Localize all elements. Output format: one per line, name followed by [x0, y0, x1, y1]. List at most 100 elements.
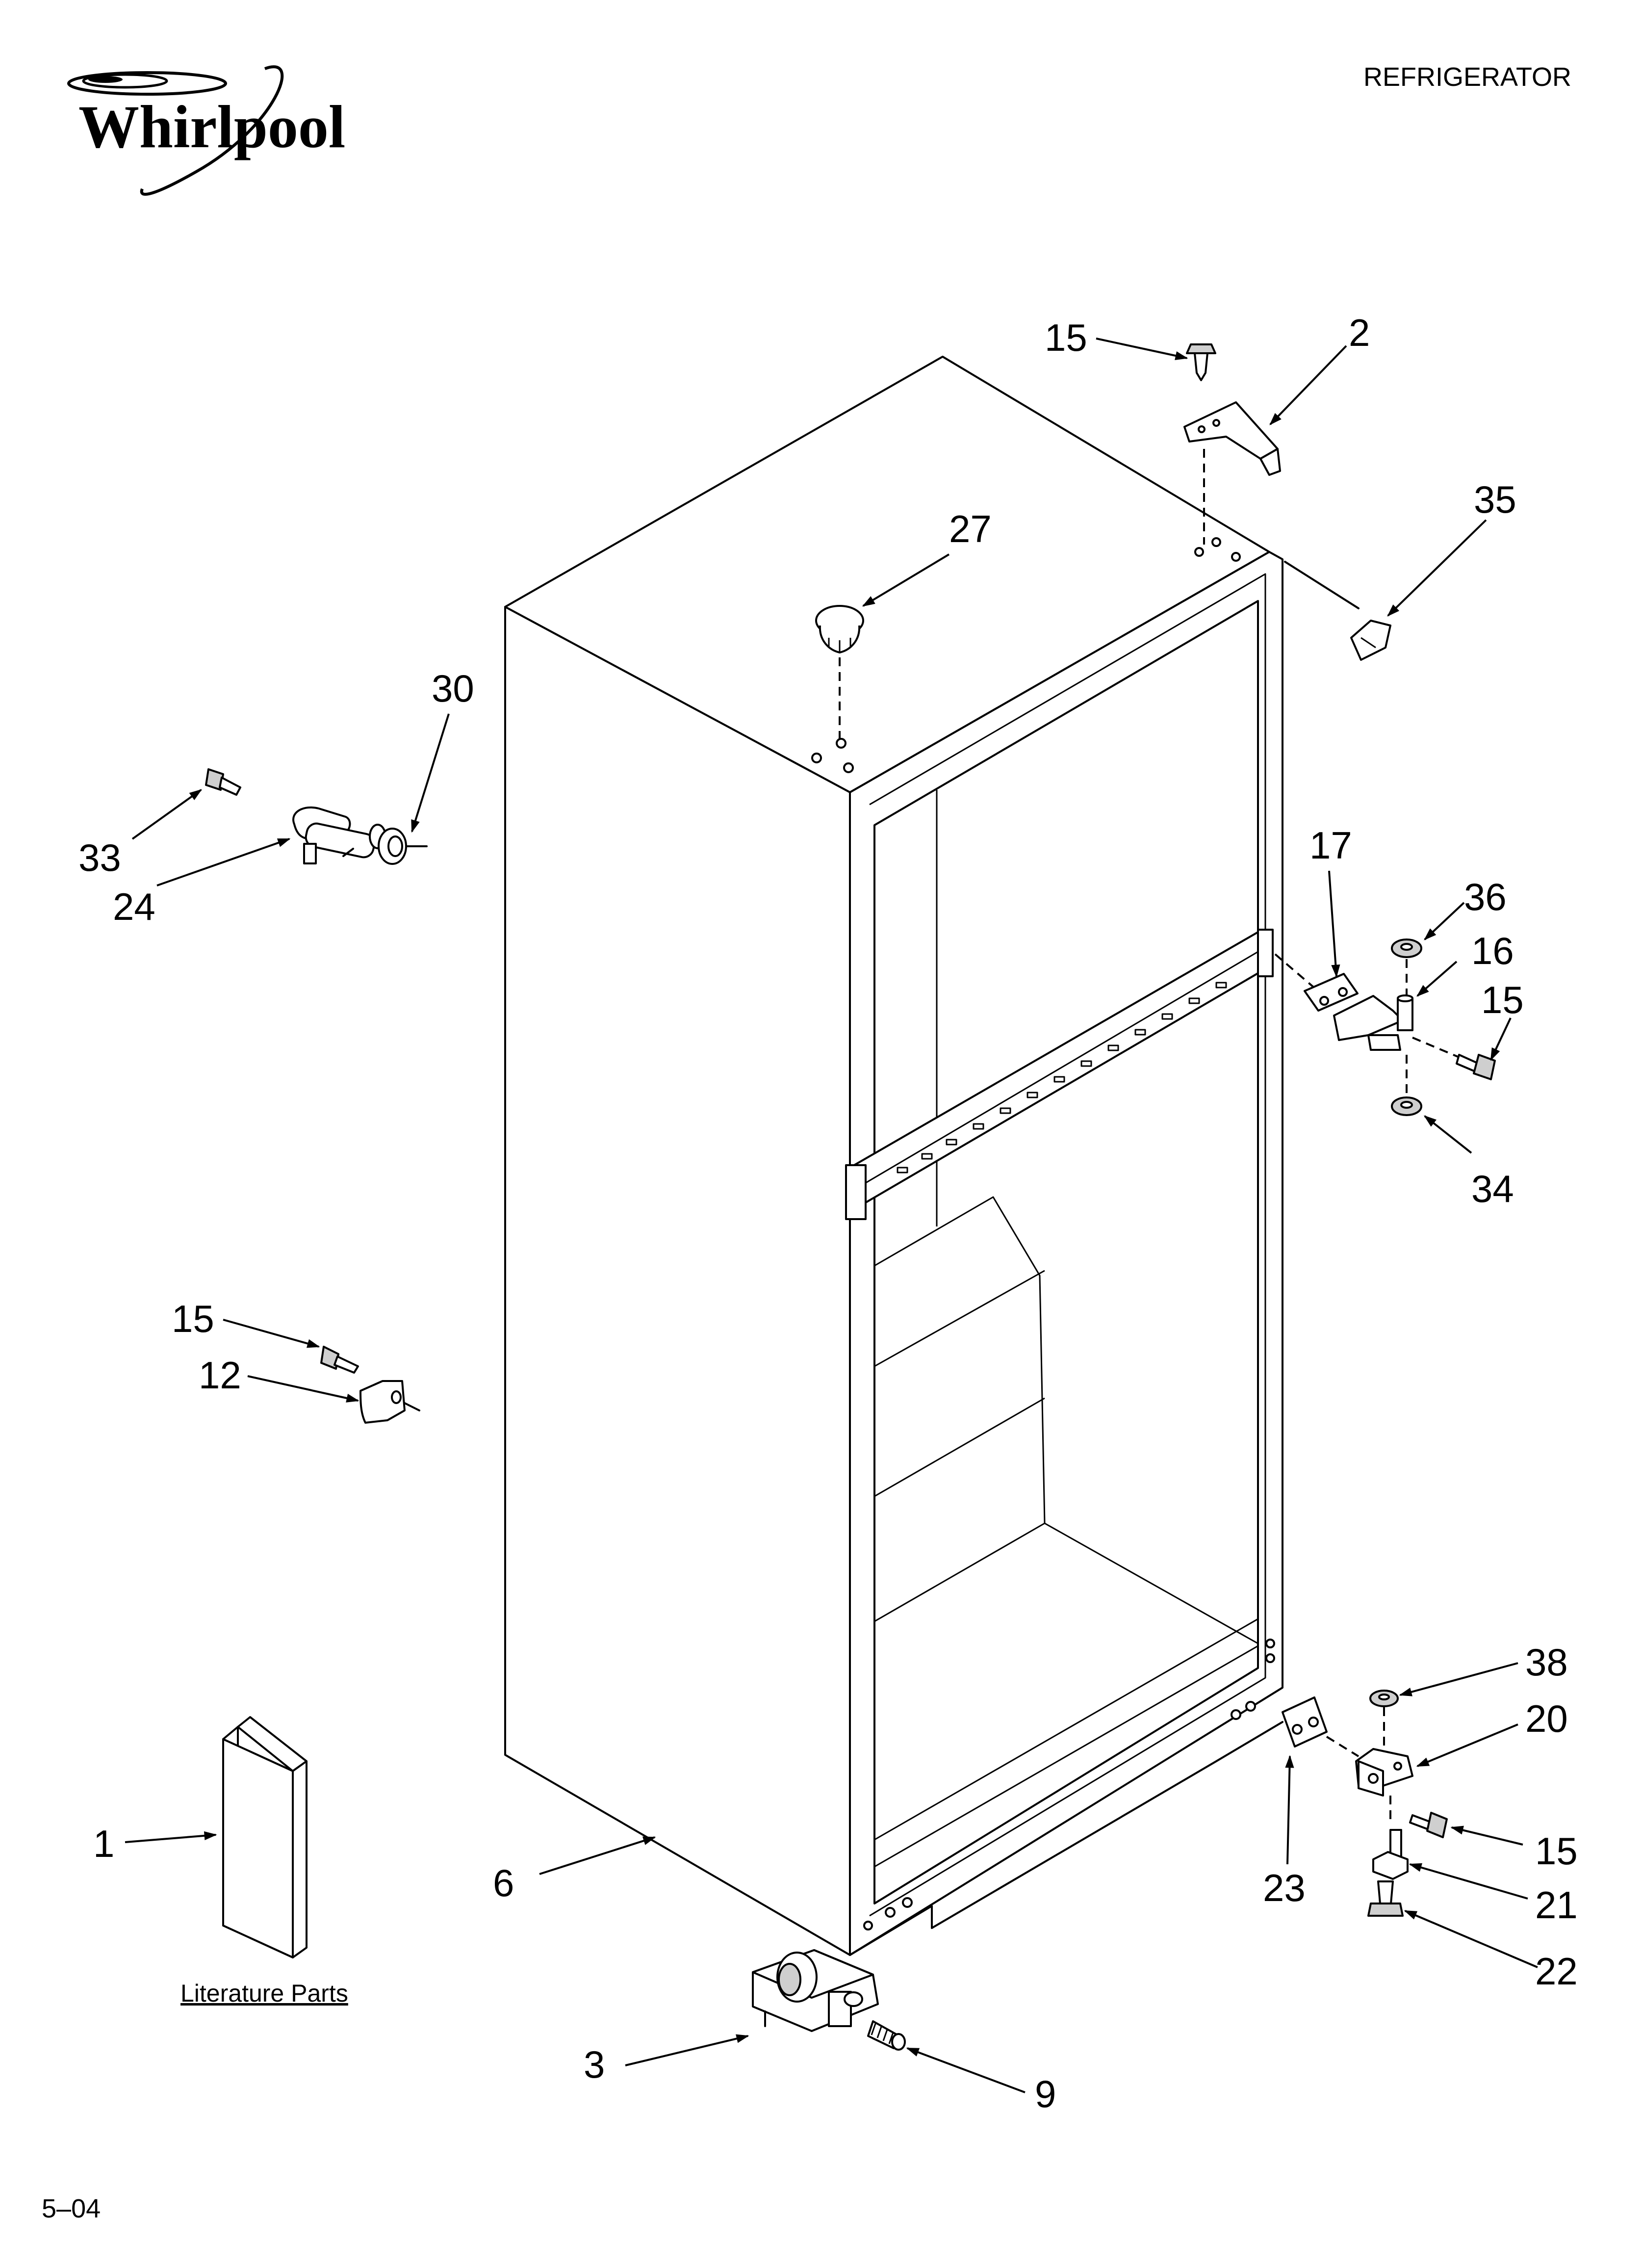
- top-hole: [1231, 552, 1241, 562]
- mullion-rail-ridge: [858, 951, 1258, 1188]
- center-hinge: [1333, 994, 1413, 1051]
- top-hole: [811, 753, 822, 763]
- leader-dash: [1412, 1037, 1460, 1058]
- leader-dash: [1326, 1736, 1360, 1757]
- callout-36: 36: [1464, 875, 1507, 918]
- top-hole: [1211, 537, 1221, 547]
- top-hole: [1194, 547, 1204, 557]
- washer-upper-hinge: [1391, 938, 1422, 958]
- leader-15-mid: [1490, 1017, 1512, 1061]
- callout-15-left: 15: [172, 1297, 214, 1340]
- literature-booklet: [222, 1716, 308, 1958]
- leader-33: [131, 789, 203, 840]
- callout-16: 16: [1471, 929, 1514, 972]
- frame-hole: [1265, 1639, 1275, 1648]
- screw-hinge-pin: [1367, 1880, 1404, 1917]
- leader-9: [906, 2047, 1026, 2093]
- callout-24: 24: [113, 885, 155, 928]
- logo-swoosh: [140, 65, 284, 196]
- leader-36: [1424, 902, 1465, 940]
- base-hole: [885, 1907, 896, 1918]
- callout-12: 12: [199, 1354, 241, 1397]
- callout-17: 17: [1309, 824, 1352, 867]
- callout-15-mid: 15: [1481, 978, 1524, 1021]
- logo-swirl-outer: [67, 71, 227, 96]
- screw-top-hinge: [1186, 343, 1216, 381]
- leader-15-bottom: [1450, 1825, 1523, 1846]
- base-hole: [863, 1921, 873, 1930]
- leader-15-top: [1096, 338, 1188, 360]
- leader-34: [1423, 1115, 1472, 1154]
- callout-21: 21: [1535, 1883, 1578, 1927]
- liner-floor-front: [874, 1618, 1258, 1841]
- callout-15-top: 15: [1045, 316, 1087, 359]
- leader-23: [1285, 1755, 1294, 1865]
- callout-3: 3: [584, 2043, 605, 2086]
- liner-cover-top: [874, 1270, 1045, 1367]
- door-stop-bracket: [359, 1380, 420, 1424]
- brand-name: Whirlpool: [78, 93, 345, 160]
- logo-swirl-center: [88, 76, 123, 83]
- base-rail: [849, 1721, 1283, 1956]
- leveling-pin-bracket: [292, 806, 386, 864]
- roller-assembly: [752, 1949, 879, 2032]
- leader-dash: [1274, 953, 1328, 999]
- front-flange-edge: [869, 573, 1266, 1917]
- bottom-hinge: [1355, 1748, 1413, 1797]
- leader-20: [1416, 1723, 1518, 1767]
- leader-16: [1416, 961, 1458, 997]
- screw-door-stop: [320, 1346, 359, 1374]
- frame-hole: [1265, 1653, 1275, 1663]
- leader-12: [247, 1375, 359, 1403]
- cabinet: [504, 356, 1283, 1956]
- callout-15-bottom: 15: [1535, 1829, 1578, 1873]
- mullion-end-bracket: [1257, 929, 1274, 977]
- screw-left: [205, 768, 241, 796]
- spacer: [378, 828, 428, 865]
- callout-6: 6: [493, 1861, 514, 1904]
- callout-30: 30: [432, 667, 474, 710]
- leader-38: [1399, 1662, 1518, 1696]
- diagram-category: REFRIGERATOR: [1363, 62, 1571, 92]
- top-hole: [836, 738, 847, 749]
- base-hole: [902, 1897, 913, 1908]
- leader-22: [1404, 1910, 1538, 1968]
- liner-floor-right: [1044, 1522, 1258, 1644]
- mullion-end-bracket: [845, 1164, 867, 1220]
- leader-6: [539, 1836, 656, 1875]
- revision-code: 5–04: [42, 2194, 101, 2223]
- callout-numbers: 15 2 35 27 30 33 24 17 36 16 15 34 15 12…: [78, 311, 1578, 2115]
- callout-35: 35: [1474, 478, 1516, 521]
- hinge-cover: [1350, 620, 1391, 661]
- leader-15-left: [223, 1319, 320, 1348]
- roller-adjust-screw: [867, 2020, 906, 2051]
- leader-17: [1328, 870, 1340, 978]
- hinge-cover-guide: [1284, 561, 1360, 609]
- plug-button: [815, 605, 864, 653]
- washer-bottom-hinge: [1369, 1690, 1399, 1707]
- leader-35: [1387, 519, 1487, 617]
- top-hinge: [1183, 401, 1281, 476]
- liner-opening: [873, 600, 1259, 1904]
- washer-lower-hinge: [1391, 1096, 1422, 1116]
- cabinet-left-side: [504, 606, 851, 1956]
- liner-floor-lip: [874, 1645, 1258, 1868]
- callout-38: 38: [1525, 1641, 1568, 1684]
- leader-30: [411, 713, 450, 833]
- leader-21: [1409, 1863, 1528, 1900]
- hinge-pin: [1372, 1829, 1409, 1880]
- screw-bottom-hinge: [1409, 1812, 1448, 1838]
- leader-2: [1269, 345, 1347, 425]
- whirlpool-logo: Whirlpool: [67, 65, 345, 196]
- callout-22: 22: [1535, 1950, 1578, 1993]
- leader-27: [862, 553, 950, 607]
- leader-3: [625, 2034, 749, 2066]
- callout-33: 33: [78, 836, 121, 879]
- callout-leaders: [125, 338, 1538, 2093]
- bottom-hinge-shim: [1282, 1696, 1328, 1747]
- callout-9: 9: [1035, 2072, 1056, 2115]
- base-hole: [1231, 1709, 1241, 1720]
- logo-swirl-inner: [82, 73, 168, 89]
- callout-1: 1: [93, 1822, 114, 1865]
